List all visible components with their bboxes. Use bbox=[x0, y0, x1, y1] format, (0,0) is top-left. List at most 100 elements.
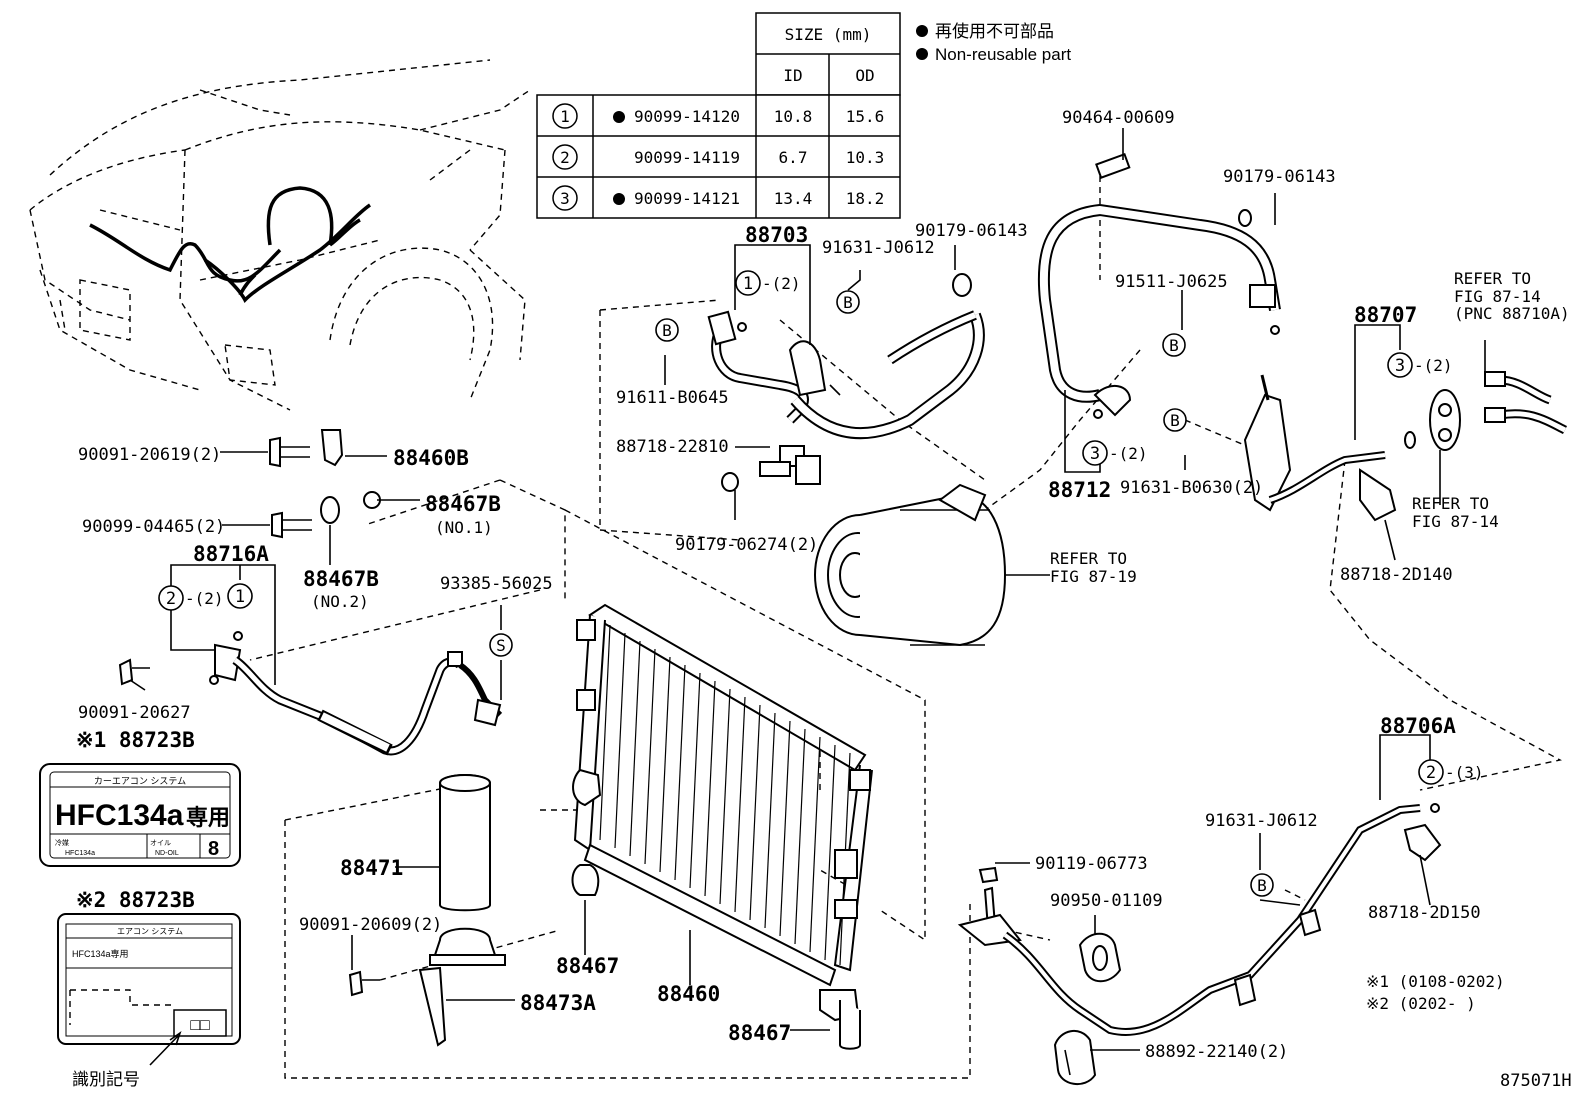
refer-notes: REFER TO FIG 87-14 (PNC 88710A) REFER TO… bbox=[1050, 269, 1570, 586]
part-88467b-no1: 88467B bbox=[425, 492, 501, 516]
ring-marker-1: 1 bbox=[743, 274, 753, 294]
part-88460: 88460 bbox=[657, 982, 720, 1006]
ring-markers: 1 -(2) 3 -(2) 3 -(2) 2 -(2) 1 2 -(3) B B… bbox=[158, 270, 1484, 897]
part-88467-a: 88467 bbox=[556, 954, 619, 978]
part-88460b: 88460B bbox=[393, 446, 469, 470]
part-88467-b: 88467 bbox=[728, 1021, 791, 1045]
label1-refrigerant-value: HFC134a bbox=[65, 850, 95, 857]
guide-lines bbox=[249, 165, 1562, 1079]
ring-marker-3: 3 bbox=[1395, 356, 1405, 376]
b-marker: B bbox=[1257, 876, 1267, 895]
compressor bbox=[814, 483, 1007, 647]
figure-number: 875071H bbox=[1500, 1071, 1572, 1091]
part-90179-06143-a: 90179-06143 bbox=[1223, 167, 1336, 187]
ring-marker-1: 1 bbox=[235, 587, 245, 607]
part-90091-20627: 90091-20627 bbox=[78, 703, 191, 723]
refer3-line2: FIG 87-19 bbox=[1050, 567, 1137, 586]
row2-od: 10.3 bbox=[846, 148, 885, 167]
hose-88716a bbox=[209, 631, 503, 756]
part-88723b-1: ※1 88723B bbox=[76, 728, 195, 752]
hose-88703 bbox=[707, 273, 985, 492]
qty-marker: -(2) bbox=[1109, 444, 1148, 463]
part-88712: 88712 bbox=[1048, 478, 1111, 502]
ring-marker-2: 2 bbox=[1426, 763, 1436, 783]
row2-part: 90099-14119 bbox=[634, 148, 740, 167]
refer3-line1: REFER TO bbox=[1050, 549, 1127, 568]
part-90119-06773: 90119-06773 bbox=[1035, 854, 1148, 874]
refer1-line3: (PNC 88710A) bbox=[1454, 304, 1570, 323]
label1-num: 8 bbox=[208, 838, 219, 860]
part-88723b-2: ※2 88723B bbox=[76, 888, 195, 912]
pipe-88707 bbox=[1243, 371, 1568, 522]
label1-refrigerant: 冷媒 bbox=[55, 838, 69, 847]
part-88718-2d140: 88718-2D140 bbox=[1340, 565, 1453, 585]
part-88467b-no2: 88467B bbox=[303, 567, 379, 591]
part-90950-01109: 90950-01109 bbox=[1050, 891, 1163, 911]
qty-marker: -(2) bbox=[185, 589, 224, 608]
label1-oil-value: ND-OIL bbox=[155, 850, 179, 857]
size-table: SIZE (mm) ID OD 1 90099-14120 10.8 15.6 … bbox=[536, 12, 901, 219]
part-91631-b0630: 91631-B0630(2) bbox=[1120, 478, 1263, 498]
legend-en: Non-reusable part bbox=[935, 45, 1071, 64]
part-88716a: 88716A bbox=[193, 542, 269, 566]
label1-main: HFC134a bbox=[55, 799, 184, 832]
b-marker: B bbox=[843, 293, 853, 312]
hose-88712 bbox=[1037, 152, 1281, 419]
bolts-left bbox=[118, 429, 381, 686]
pipe-88706a bbox=[957, 803, 1442, 1085]
part-88718-22810: 88718-22810 bbox=[616, 437, 729, 457]
b-marker: B bbox=[1169, 336, 1179, 355]
part-88706a: 88706A bbox=[1380, 714, 1456, 738]
non-reusable-dot bbox=[613, 111, 625, 123]
date-range-2: ※2 (0202‑ ) bbox=[1366, 994, 1476, 1013]
row2-no: 2 bbox=[560, 148, 570, 167]
part-91611-b0645: 91611-B0645 bbox=[616, 388, 729, 408]
part-90179-06274: 90179-06274(2) bbox=[675, 535, 818, 555]
row1-od: 15.6 bbox=[846, 107, 885, 126]
b-marker: B bbox=[1170, 411, 1180, 430]
receiver-88471 bbox=[348, 774, 600, 1047]
part-93385-56025: 93385-56025 bbox=[440, 574, 553, 594]
row3-od: 18.2 bbox=[846, 189, 885, 208]
qty-marker: -(3) bbox=[1445, 763, 1484, 782]
part-88707: 88707 bbox=[1354, 303, 1417, 327]
row2-id: 6.7 bbox=[779, 148, 808, 167]
qty-marker: -(2) bbox=[1414, 356, 1453, 375]
label1-oil: オイル bbox=[150, 839, 171, 847]
part-88718-2d150: 88718-2D150 bbox=[1368, 903, 1481, 923]
part-91631-j0612-b: 91631-J0612 bbox=[1205, 811, 1318, 831]
od-header: OD bbox=[855, 66, 874, 85]
row1-part: 90099-14120 bbox=[634, 107, 740, 126]
label-sticker-1: カーエアコン システム HFC134a 専用 冷媒 HFC134a オイル ND… bbox=[39, 763, 241, 867]
s-marker: S bbox=[496, 636, 506, 655]
ring-marker-3: 3 bbox=[1090, 444, 1100, 464]
id-header: ID bbox=[783, 66, 802, 85]
refer2-line1: REFER TO bbox=[1412, 494, 1489, 513]
part-88473a: 88473A bbox=[520, 991, 596, 1015]
part-88892-22140: 88892-22140(2) bbox=[1145, 1042, 1288, 1062]
row3-no: 3 bbox=[560, 189, 570, 208]
label-sticker-2: エアコン システム HFC134a専用 □□ bbox=[57, 913, 241, 1066]
leaders bbox=[129, 128, 1486, 1051]
part-90464-00609: 90464-00609 bbox=[1062, 108, 1175, 128]
part-90091-20609: 90091-20609(2) bbox=[299, 915, 442, 935]
refer1-line1: REFER TO bbox=[1454, 269, 1531, 288]
row1-id: 10.8 bbox=[774, 107, 813, 126]
part-90179-06143-b: 90179-06143 bbox=[915, 221, 1028, 241]
row3-id: 13.4 bbox=[774, 189, 813, 208]
label2-top: エアコン システム bbox=[117, 927, 183, 936]
part-numbers: 90464-00609 90179-06143 90179-06143 8870… bbox=[76, 108, 1481, 1062]
part-90099-04465: 90099-04465(2) bbox=[82, 517, 225, 537]
label1-kanji: 専用 bbox=[186, 805, 230, 830]
refer2-line2: FIG 87-14 bbox=[1412, 512, 1499, 531]
label2-main: HFC134a専用 bbox=[72, 948, 129, 959]
row3-part: 90099-14121 bbox=[634, 189, 740, 208]
part-88467b-no1-note: (NO.1) bbox=[435, 518, 493, 537]
vehicle-outline bbox=[29, 59, 531, 411]
qty-marker: -(2) bbox=[762, 274, 801, 293]
condenser-88460 bbox=[572, 603, 873, 1050]
part-88703: 88703 bbox=[745, 223, 808, 247]
non-reusable-dot bbox=[613, 193, 625, 205]
